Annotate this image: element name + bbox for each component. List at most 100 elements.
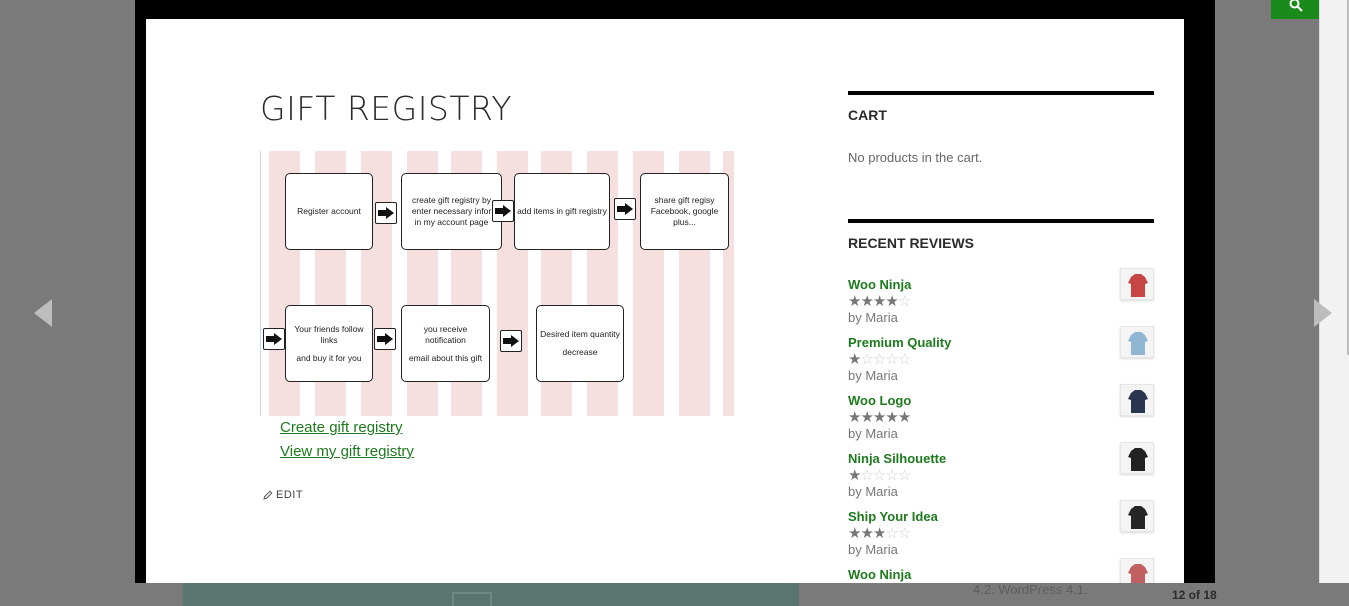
star-icon: ☆ (897, 292, 911, 310)
review-product-link[interactable]: Ninja Silhouette (848, 451, 947, 466)
next-slide-button[interactable] (1312, 298, 1334, 328)
star-icon: ★ (860, 524, 873, 542)
star-rating: ★☆☆☆☆ (848, 350, 911, 368)
star-rating: ★☆☆☆☆ (848, 466, 911, 484)
pink-hoodie-icon[interactable] (1120, 558, 1154, 583)
arrow-icon (500, 330, 522, 352)
step-add-items: add items in gift registry (514, 173, 610, 250)
lightbox: GIFT REGISTRY Register account create gi… (135, 0, 1349, 583)
step-register-account: Register account (285, 173, 373, 250)
step-label: in my account page (414, 217, 489, 227)
arrow-icon (374, 328, 396, 350)
star-icon: ★ (872, 408, 886, 426)
step-label: decrease (562, 347, 598, 357)
search-icon (1289, 0, 1303, 12)
arrow-icon (492, 200, 514, 222)
step-label: enter necessary infor (411, 206, 492, 216)
star-icon: ★ (860, 408, 873, 426)
star-icon: ★ (872, 292, 886, 310)
review-item: Woo Logo★★★★★by Maria (848, 384, 1156, 449)
black-hoodie-icon[interactable] (1120, 442, 1154, 474)
star-icon: ☆ (885, 524, 898, 542)
step-notification: you receive notification email about this… (401, 305, 490, 382)
star-icon: ★ (897, 408, 911, 426)
step-label: share gift regisy (654, 195, 715, 205)
review-author: by Maria (848, 368, 898, 383)
create-gift-registry-link[interactable]: Create gift registry (280, 419, 403, 436)
star-icon: ★ (848, 408, 861, 426)
edit-link[interactable]: EDIT (263, 489, 303, 501)
slide-counter: 12 of 18 (1172, 588, 1217, 602)
review-product-link[interactable]: Ship Your Idea (848, 509, 938, 524)
star-icon: ☆ (897, 350, 911, 368)
step-label: you receive notification (423, 323, 468, 345)
sidebar-divider (848, 91, 1154, 95)
review-author: by Maria (848, 426, 898, 441)
star-icon: ★ (848, 350, 861, 368)
step-label: email about this gift (408, 352, 483, 363)
star-rating: ★★★☆☆ (848, 524, 911, 542)
step-label: Your friends follow links (294, 323, 364, 345)
sidebar-divider (848, 219, 1154, 223)
star-icon: ☆ (860, 466, 873, 484)
search-button[interactable] (1271, 0, 1319, 19)
step-label: Desired item quantity (540, 329, 620, 339)
recent-reviews-title: RECENT REVIEWS (848, 235, 975, 251)
review-product-link[interactable]: Woo Ninja (848, 277, 912, 292)
scrollbar-thumb[interactable] (1347, 0, 1349, 355)
review-author: by Maria (848, 484, 898, 499)
review-product-link[interactable]: Premium Quality (848, 335, 952, 350)
star-icon: ★ (885, 292, 898, 310)
review-item: Woo Ninja (848, 558, 1156, 583)
review-author: by Maria (848, 310, 898, 325)
step-label: Register account (297, 206, 361, 216)
review-author: by Maria (848, 542, 898, 557)
star-icon: ☆ (897, 524, 911, 542)
pencil-icon (263, 490, 273, 500)
review-product-link[interactable]: Woo Logo (848, 393, 912, 408)
navy-hoodie-icon[interactable] (1120, 384, 1154, 416)
edit-label: EDIT (276, 489, 304, 501)
previous-slide-button[interactable] (32, 298, 54, 328)
arrow-icon (375, 202, 397, 224)
star-icon: ☆ (897, 466, 911, 484)
cart-empty-message: No products in the cart. (848, 150, 983, 165)
view-gift-registry-link[interactable]: View my gift registry (280, 443, 414, 460)
cart-title: CART (848, 107, 887, 123)
gift-icon (452, 592, 492, 606)
review-item: Ninja Silhouette★☆☆☆☆by Maria (848, 442, 1156, 507)
step-label: Facebook, google plus... (650, 206, 719, 227)
page-title: GIFT REGISTRY (260, 89, 513, 128)
star-icon: ★ (848, 466, 861, 484)
step-label: create gift registry by (412, 195, 491, 205)
chevron-right-icon (1314, 299, 1332, 327)
review-item: Ship Your Idea★★★☆☆by Maria (848, 500, 1156, 565)
star-rating: ★★★★★ (848, 408, 911, 426)
step-label: add items in gift registry (517, 206, 607, 216)
review-item: Premium Quality★☆☆☆☆by Maria (848, 326, 1156, 391)
star-icon: ★ (885, 408, 898, 426)
arrow-icon (614, 198, 636, 220)
star-icon: ☆ (885, 350, 898, 368)
step-quantity-decrease: Desired item quantity decrease (536, 305, 624, 382)
black-hoodie-icon[interactable] (1120, 500, 1154, 532)
star-icon: ★ (872, 524, 886, 542)
star-rating: ★★★★☆ (848, 292, 911, 310)
arrow-icon (263, 328, 285, 350)
red-tshirt-icon[interactable] (1120, 268, 1154, 300)
star-icon: ★ (860, 292, 873, 310)
chevron-left-icon (34, 299, 52, 327)
lightbox-content: GIFT REGISTRY Register account create gi… (146, 19, 1184, 583)
review-item: Woo Ninja★★★★☆by Maria (848, 268, 1156, 333)
star-icon: ★ (848, 524, 861, 542)
star-icon: ☆ (860, 350, 873, 368)
review-product-link[interactable]: Woo Ninja (848, 567, 912, 582)
gift-registry-diagram: Register account create gift registry by… (260, 151, 734, 416)
blue-tshirt-icon[interactable] (1120, 326, 1154, 358)
background-footer-text: 4.2. WordPress 4.1. (973, 582, 1088, 597)
lightbox-scrollbar[interactable] (1319, 0, 1349, 583)
star-icon: ★ (848, 292, 861, 310)
